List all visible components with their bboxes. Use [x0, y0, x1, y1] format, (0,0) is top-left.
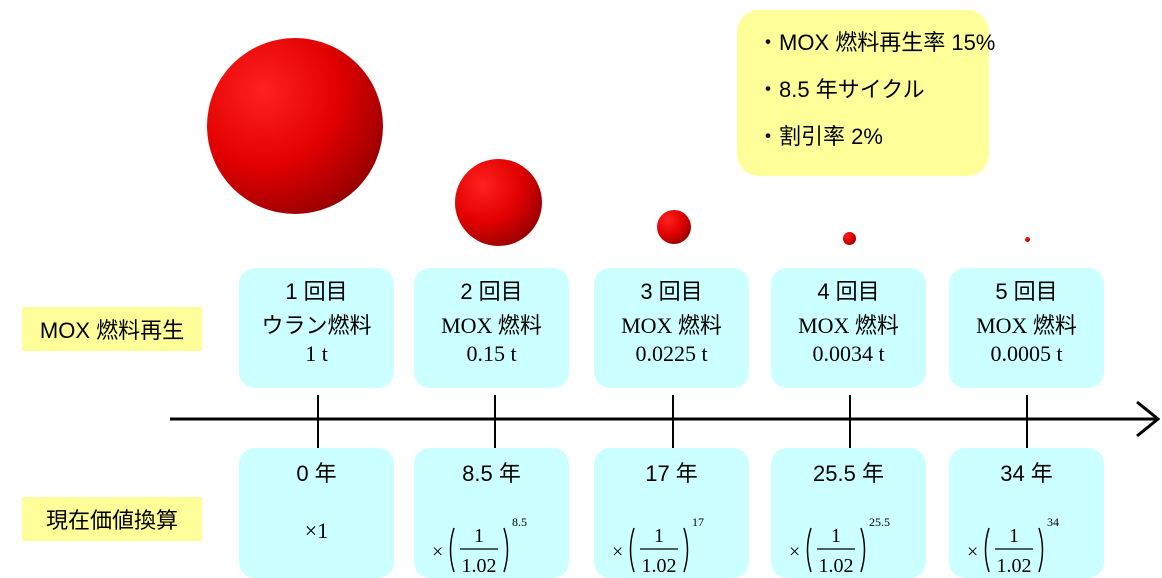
cycle-fuel-amount: 0.0225 t	[635, 341, 708, 366]
cycle-box-5: 5 回目 MOX 燃料 0.0005 t	[949, 268, 1104, 388]
year-box-2: 8.5 年 × 1 1.02 8.5	[414, 448, 569, 578]
fraction-numerator: 1	[831, 525, 841, 547]
row-label-present-value: 現在価値換算	[22, 497, 202, 541]
cycle-fuel-type: MOX 燃料	[621, 313, 722, 338]
assumption-cycle-years: ・8.5 年サイクル	[757, 77, 925, 102]
discount-factor: × 1 1.02 25.5	[789, 515, 890, 577]
fuel-sphere-5	[1025, 237, 1030, 242]
discount-factor: × 1 1.02 34	[967, 515, 1059, 577]
cycle-fuel-amount: 1 t	[305, 341, 328, 366]
fraction-numerator: 1	[654, 525, 664, 547]
fuel-sphere-2	[455, 159, 542, 246]
fuel-sphere-4	[843, 232, 856, 245]
right-paren	[1038, 527, 1044, 573]
cycle-number: 3 回目	[640, 279, 703, 304]
cycle-box-3: 3 回目 MOX 燃料 0.0225 t	[594, 268, 749, 388]
right-paren	[860, 527, 866, 573]
fraction-numerator: 1	[474, 525, 484, 547]
times-sign: ×	[967, 541, 978, 563]
year-label: 8.5 年	[462, 461, 521, 486]
cycle-fuel-amount: 0.15 t	[466, 341, 517, 366]
cycle-box-4: 4 回目 MOX 燃料 0.0034 t	[771, 268, 926, 388]
timeline-arrowhead	[1136, 400, 1161, 438]
cycle-fuel-type: MOX 燃料	[976, 313, 1077, 338]
row-label-mox-recycle: MOX 燃料再生	[22, 307, 202, 351]
discount-factor: × 1 1.02 17	[612, 515, 704, 577]
fuel-sphere-1	[207, 38, 383, 214]
cycle-fuel-amount: 0.0005 t	[990, 341, 1063, 366]
fuel-sphere-3	[657, 210, 691, 244]
cycle-fuel-type: MOX 燃料	[798, 313, 899, 338]
year-label: 0 年	[296, 461, 337, 486]
exponent: 17	[692, 515, 704, 529]
fraction-denominator: 1.02	[642, 555, 677, 577]
cycle-number: 1 回目	[285, 279, 348, 304]
year-label: 17 年	[645, 461, 698, 486]
fraction-denominator: 1.02	[997, 555, 1032, 577]
times-sign: ×	[612, 541, 623, 563]
left-paren	[629, 527, 635, 573]
year-label: 25.5 年	[813, 461, 884, 486]
cycle-number: 4 回目	[817, 279, 880, 304]
left-paren	[984, 527, 990, 573]
year-box-4: 25.5 年 × 1 1.02 25.5	[771, 448, 926, 578]
fraction-denominator: 1.02	[819, 555, 854, 577]
fraction-numerator: 1	[1009, 525, 1019, 547]
year-box-1: 0 年 ×1	[239, 448, 394, 578]
assumption-recycle-rate: ・MOX 燃料再生率 15%	[757, 30, 996, 55]
times-sign: ×	[432, 541, 443, 563]
cycle-box-1: 1 回目 ウラン燃料 1 t	[239, 268, 394, 388]
exponent: 25.5	[869, 515, 890, 529]
year-box-5: 34 年 × 1 1.02 34	[949, 448, 1104, 578]
right-paren	[503, 527, 509, 573]
cycle-fuel-amount: 0.0034 t	[812, 341, 885, 366]
cycle-number: 2 回目	[460, 279, 523, 304]
left-paren	[449, 527, 455, 573]
cycle-fuel-type: ウラン燃料	[261, 313, 372, 338]
year-label: 34 年	[1000, 461, 1053, 486]
exponent: 8.5	[512, 515, 527, 529]
cycle-number: 5 回目	[995, 279, 1058, 304]
year-box-3: 17 年 × 1 1.02 17	[594, 448, 749, 578]
times-sign: ×	[789, 541, 800, 563]
assumptions-box: ・MOX 燃料再生率 15% ・8.5 年サイクル ・割引率 2%	[737, 10, 996, 176]
discount-factor: ×1	[304, 518, 329, 543]
cycle-box-2: 2 回目 MOX 燃料 0.15 t	[414, 268, 569, 388]
discount-factor: × 1 1.02 8.5	[432, 515, 527, 577]
exponent: 34	[1047, 515, 1059, 529]
fraction-denominator: 1.02	[462, 555, 497, 577]
assumption-discount-rate: ・割引率 2%	[757, 124, 883, 149]
left-paren	[806, 527, 812, 573]
right-paren	[683, 527, 689, 573]
cycle-fuel-type: MOX 燃料	[441, 313, 542, 338]
